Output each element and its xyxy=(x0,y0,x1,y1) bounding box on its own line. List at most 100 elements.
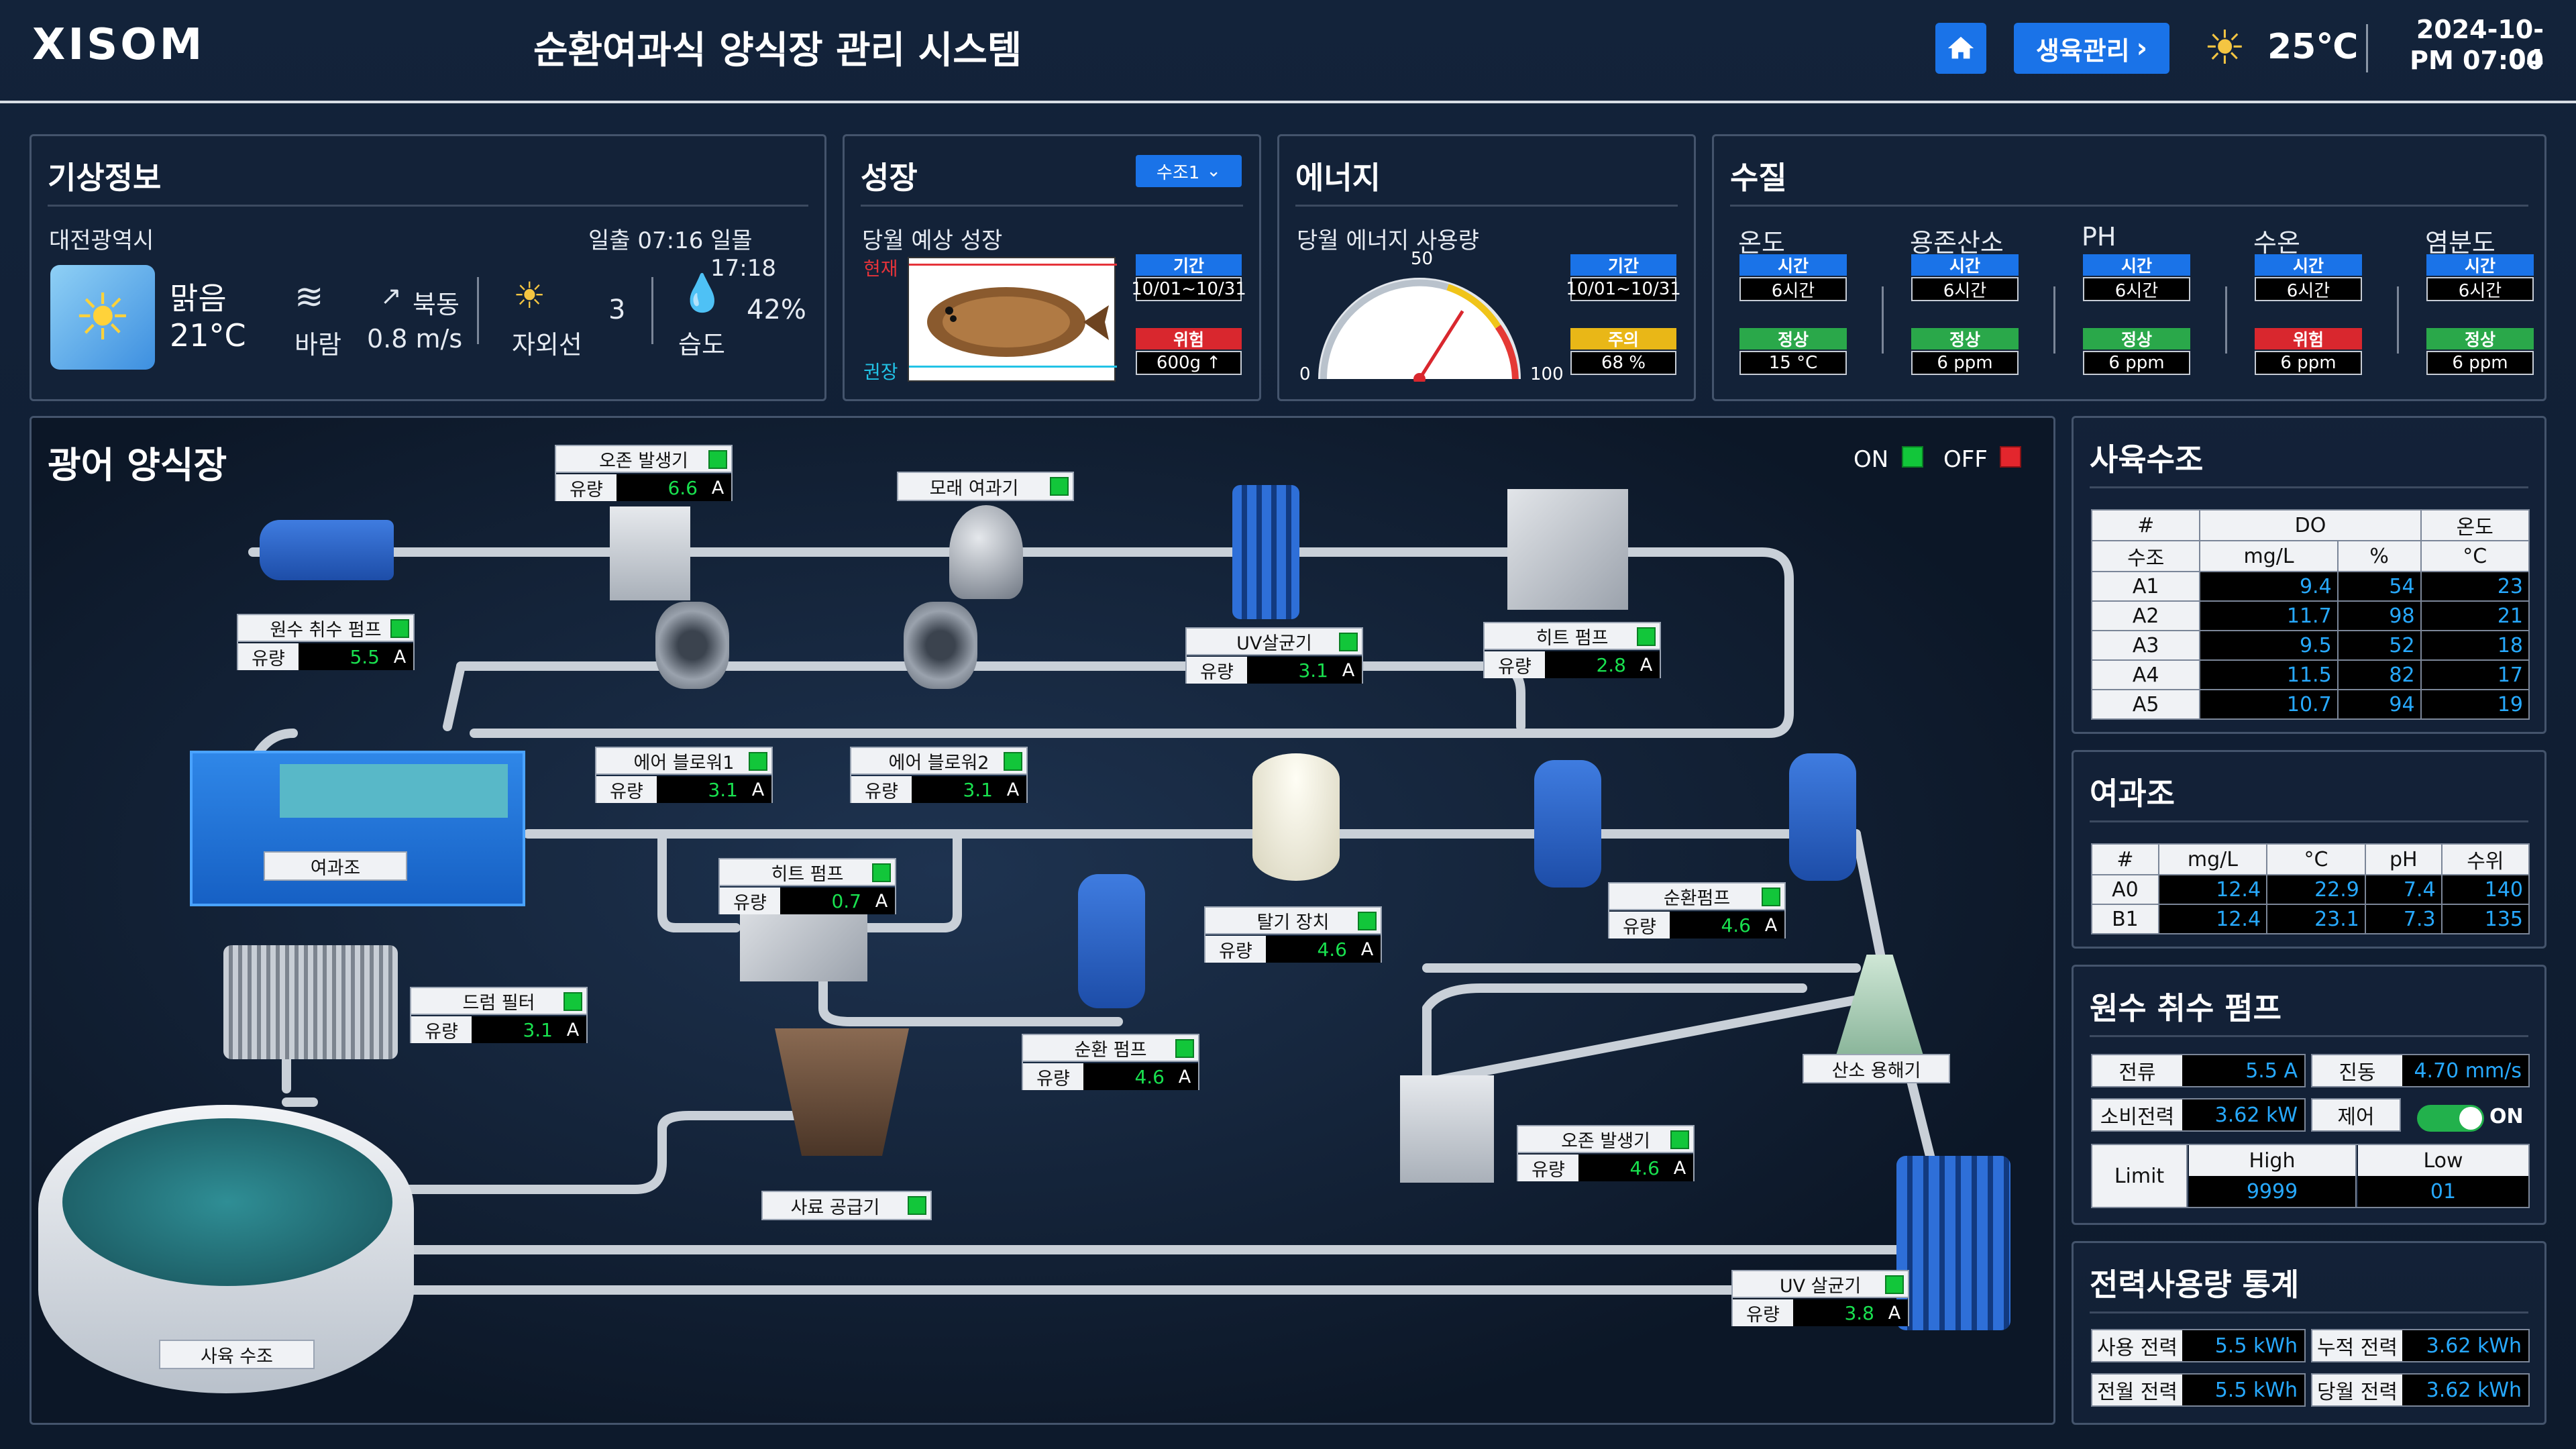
flow-unit: A xyxy=(1881,1299,1908,1326)
wq-time-label: 시간 xyxy=(2255,254,2362,276)
flow-unit: A xyxy=(868,888,895,914)
divider xyxy=(2090,1311,2528,1313)
table-header-row: # mg/L °C pH 수위 xyxy=(2091,843,2530,875)
toggle-knob xyxy=(2459,1107,2482,1130)
high-value[interactable]: 9999 xyxy=(2189,1176,2357,1207)
table-header-row: 수조 mg/L % °C xyxy=(2090,540,2530,572)
air-blower-1 xyxy=(655,602,729,689)
growth-title: 성장 xyxy=(861,160,918,196)
wq-status: 정상 xyxy=(1739,328,1847,350)
period-label: 기간 xyxy=(1136,254,1242,276)
flow-label: 유량 xyxy=(851,776,912,803)
wq-status: 정상 xyxy=(2083,328,2190,350)
filter-tank-label[interactable]: 여과조 xyxy=(264,851,407,881)
low-value[interactable]: 01 xyxy=(2358,1176,2528,1207)
divider xyxy=(2090,1035,2528,1037)
table-cell: 21 xyxy=(2420,600,2530,631)
divider xyxy=(1882,286,1884,354)
chevron-right-icon: › xyxy=(2136,33,2148,64)
table-cell: 12.4 xyxy=(2157,874,2268,905)
sand-filter-label[interactable]: 모래 여과기 xyxy=(897,472,1074,501)
row-id: A0 xyxy=(2091,874,2159,905)
divider xyxy=(2090,820,2528,822)
wq-value: 6 ppm xyxy=(1911,351,2019,375)
rearing-tank-label[interactable]: 사육 수조 xyxy=(159,1340,315,1369)
sunset-time: 일몰 17:18 xyxy=(710,227,776,282)
flow-unit: A xyxy=(1666,1155,1693,1181)
cumulative-power-value: 3.62 kWh xyxy=(2402,1330,2528,1361)
wq-name: 수온 xyxy=(2253,228,2300,258)
flow-value: 4.6 xyxy=(1266,936,1354,963)
home-button[interactable] xyxy=(1935,23,1986,74)
equipment-name: 산소 용해기 xyxy=(1831,1060,1921,1081)
flow-value: 3.8 xyxy=(1793,1299,1881,1326)
pipe-network xyxy=(241,547,1955,1295)
flow-unit: A xyxy=(559,1016,586,1043)
flow-unit: A xyxy=(745,776,771,803)
energy-panel: 에너지 당월 에너지 사용량 50 0 100 기간 10/01~10/31 주… xyxy=(1277,134,1696,401)
table-cell: 140 xyxy=(2440,874,2530,905)
high-label: High xyxy=(2189,1145,2357,1176)
flow-label: 유량 xyxy=(1023,1063,1083,1090)
weather-condition: 맑음 xyxy=(170,280,227,317)
pump-control-label: 제어 xyxy=(2312,1099,2400,1130)
flow-unit: A xyxy=(1171,1063,1198,1090)
farm-title: 광어 양식장 xyxy=(48,444,227,486)
divider xyxy=(2090,486,2528,488)
equipment-name: 오존 발생기 xyxy=(556,446,731,473)
equipment-name: 순환 펌프 xyxy=(1023,1035,1198,1062)
flow-label: 유량 xyxy=(238,643,299,670)
pump-vibration-value: 4.70 mm/s xyxy=(2402,1055,2528,1086)
flow-unit: A xyxy=(386,643,413,670)
growth-management-button[interactable]: 생육관리 › xyxy=(2014,23,2169,74)
uv-value: 3 xyxy=(608,294,626,325)
wq-time-label: 시간 xyxy=(2083,254,2190,276)
equipment-name: 순환펌프 xyxy=(1609,883,1784,910)
feed-supplier-label[interactable]: 사료 공급기 xyxy=(761,1191,932,1220)
flow-label: 유량 xyxy=(1205,936,1266,963)
energy-title: 에너지 xyxy=(1295,160,1381,196)
header: XISOM 순환여과식 양식장 관리 시스템 생육관리 › ☀ 25℃ 2024… xyxy=(0,0,2576,103)
heat-pump-1 xyxy=(1507,489,1628,610)
status-led xyxy=(1004,752,1022,771)
flow-label: 유량 xyxy=(1485,651,1545,678)
status-led xyxy=(1762,888,1780,906)
table-header: 온도 xyxy=(2420,509,2530,541)
wq-name: PH xyxy=(2082,222,2116,252)
status-led xyxy=(1175,1039,1194,1058)
flow-value: 6.6 xyxy=(616,474,704,501)
wq-value: 6 ppm xyxy=(2255,351,2362,375)
flow-value: 3.1 xyxy=(657,776,745,803)
table-cell: 12.4 xyxy=(2157,904,2268,934)
tank-select[interactable]: 수조1 ⌄ xyxy=(1136,155,1242,187)
equipment-name: UV살균기 xyxy=(1187,629,1362,655)
table-header: % xyxy=(2337,540,2422,572)
degassing-unit xyxy=(1252,753,1340,881)
divider xyxy=(2366,24,2368,72)
row-id: A4 xyxy=(2090,659,2201,690)
wind-icon: ≋ xyxy=(294,277,324,317)
pump-limit: Limit High Low 9999 01 xyxy=(2091,1144,2530,1208)
energy-period-value: 10/01~10/31 xyxy=(1566,277,1681,301)
page-title: 순환여과식 양식장 관리 시스템 xyxy=(533,29,1022,72)
pump-control-toggle[interactable] xyxy=(2417,1105,2484,1132)
oxygen-dissolver-label[interactable]: 산소 용해기 xyxy=(1803,1054,1950,1083)
